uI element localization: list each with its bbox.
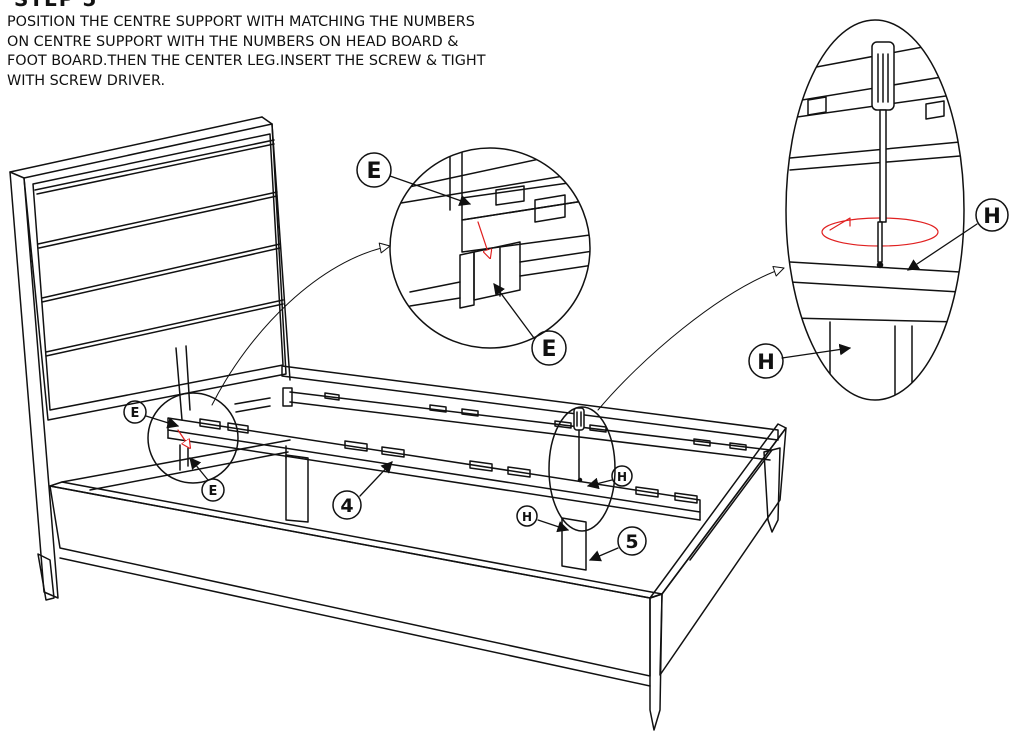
label-e-zoom-bottom: E: [541, 337, 556, 362]
instruction-line-4: WITH SCREW DRIVER.: [7, 72, 166, 89]
screwdriver-zoom-icon: [871, 41, 895, 269]
leg-far-right: [763, 447, 781, 533]
centre-leg-inner: [285, 454, 309, 523]
instruction-line-1: POSITION THE CENTRE SUPPORT WITH MATCHIN…: [7, 14, 475, 30]
side-rail-far: [281, 365, 779, 461]
top-zoom-circle: [389, 147, 591, 349]
label-e-left-bottom: E: [209, 484, 218, 499]
headboard-slat-line-4: [45, 299, 284, 353]
leg-near-corner: [649, 593, 663, 731]
footboard-frame: [37, 423, 787, 731]
headboard: [9, 116, 291, 599]
label-h-main-bottom: H: [522, 510, 532, 524]
left-detail-circle: [147, 392, 239, 484]
label-e-left-top: E: [131, 406, 140, 421]
headboard-panel: [23, 123, 287, 421]
callout-to-top-zoom: [211, 242, 391, 406]
headboard-top-edge: [9, 116, 263, 173]
centre-support-blocks: [199, 418, 698, 504]
centre-leg-foot: [561, 517, 587, 571]
leg-left-head: [37, 553, 55, 601]
headboard-slat-line-3: [41, 243, 281, 299]
callout-to-right-zoom: [597, 266, 785, 411]
leader-arrows: [145, 175, 978, 562]
headboard-leg-right: [271, 123, 291, 381]
headboard-post-left: [9, 171, 59, 599]
right-zoom-ellipse: [785, 19, 965, 401]
label-h-zoom-right: H: [983, 204, 1001, 228]
instructions-text: POSITION THE CENTRE SUPPORT WITH MATCHIN…: [7, 13, 727, 91]
right-rail-face: [659, 427, 787, 676]
centre-support: [167, 397, 701, 571]
label-h-main-top: H: [617, 470, 627, 484]
label-h-zoom-left: H: [757, 350, 775, 374]
headboard-inner-frame: [32, 133, 284, 411]
middle-detail-ellipse: [548, 406, 616, 532]
step-heading: STEP 5: [14, 0, 97, 11]
instruction-line-2: ON CENTRE SUPPORT WITH THE NUMBERS ON HE…: [7, 33, 459, 50]
bracket-far: [282, 387, 293, 407]
label-e-zoom-top: E: [366, 159, 381, 184]
instruction-line-3: FOOT BOARD.THEN THE CENTER LEG.INSERT TH…: [7, 53, 486, 69]
headboard-slat-line-2: [37, 191, 278, 245]
headboard-slat-line-1: [34, 139, 275, 191]
screwdriver-small-icon: [573, 407, 585, 483]
label-part-5: 5: [625, 531, 638, 553]
label-part-4: 4: [340, 495, 353, 517]
